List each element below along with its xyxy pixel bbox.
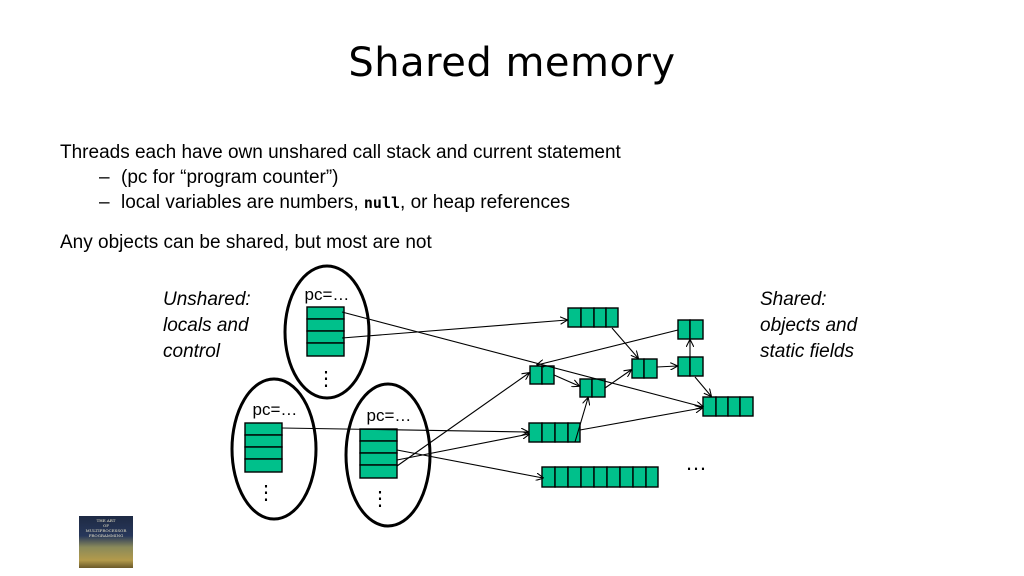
reference-arrow [281, 427, 528, 432]
thread-2-oval [230, 377, 318, 521]
shared-caption-line: Shared: [760, 289, 827, 310]
shared-caption-line: objects and [760, 315, 858, 336]
stack-cell [306, 342, 345, 357]
book-cover-title-line: PROGRAMMING [88, 533, 124, 538]
heap-object-f [677, 356, 704, 377]
thread-3-oval [344, 382, 432, 528]
stack-cell [244, 422, 283, 436]
reference-arrow [574, 398, 588, 443]
heap-object-e [677, 319, 704, 340]
shared-caption-line: static fields [760, 341, 854, 362]
reference-arrows [281, 311, 711, 478]
book-cover-thumbnail: THE ART OF MULTIPROCESSOR PROGRAMMING [79, 516, 133, 568]
dash: – [99, 192, 110, 213]
heap-object-array [541, 466, 659, 488]
reference-arrow [341, 320, 567, 339]
reference-arrow [604, 370, 631, 389]
heap-object-d [631, 358, 658, 379]
stack-cell [306, 318, 345, 332]
heap-object-b [529, 365, 555, 385]
stack-cell [244, 434, 283, 448]
book-cover-title: THE ART OF MULTIPROCESSOR PROGRAMMING [79, 518, 133, 538]
reference-arrow [694, 376, 711, 396]
reference-arrow [579, 408, 702, 431]
thread-1-stack [306, 306, 345, 357]
unshared-caption-line: Unshared: [163, 289, 251, 310]
sub-bullet-locals-before: local variables are numbers, [121, 192, 364, 213]
unshared-caption-line: locals and [163, 315, 249, 336]
unshared-caption-line: control [163, 341, 221, 362]
bullet-threads: Threads each have own unshared call stac… [60, 142, 621, 163]
heap-object-h [528, 422, 581, 443]
stack-cell [359, 464, 398, 479]
bullet-objects: Any objects can be shared, but most are … [60, 232, 432, 253]
shared-caption: Shared: objects and static fields [760, 287, 857, 365]
reference-arrow [341, 311, 703, 407]
reference-arrow [656, 366, 677, 367]
book-cover-title-line: THE ART [96, 518, 116, 523]
thread-2-more-frames: ⋮ [256, 482, 276, 504]
reference-arrow [396, 434, 529, 461]
thread-1-oval [283, 264, 371, 400]
stack-cell [359, 452, 398, 466]
reference-arrow [537, 329, 679, 365]
thread-3-more-frames: ⋮ [370, 488, 390, 510]
thread-2-stack [244, 422, 283, 473]
dash: – [99, 167, 110, 188]
unshared-caption: Unshared: locals and control [163, 287, 251, 365]
book-cover-title-line: OF [102, 523, 110, 528]
stack-cell [359, 428, 398, 442]
reference-arrow [396, 373, 529, 467]
thread-3-pc-label: pc=… [367, 406, 412, 425]
null-keyword: null [363, 194, 401, 212]
stack-cell [306, 306, 345, 320]
heap-object-a [567, 307, 619, 328]
thread-2-pc-label: pc=… [253, 400, 298, 419]
reference-arrow [396, 449, 543, 478]
sub-bullet-locals-after: , or heap references [400, 192, 571, 213]
stack-cell [306, 330, 345, 344]
thread-1-more-frames: ⋮ [316, 368, 336, 390]
sub-bullet-locals: –local variables are numbers, null, or h… [99, 192, 570, 214]
stack-cell [244, 458, 283, 473]
heap-object-g [702, 396, 754, 417]
sub-bullet-pc-text: (pc for “program counter”) [121, 167, 339, 188]
book-cover-title-line: MULTIPROCESSOR [85, 528, 127, 533]
reference-arrow [553, 374, 579, 386]
page-title: Shared memory [348, 40, 676, 86]
sub-bullet-pc: –(pc for “program counter”) [99, 167, 339, 189]
thread-1-pc-label: pc=… [305, 285, 350, 304]
more-objects-ellipsis: … [685, 450, 707, 475]
thread-3-stack [359, 428, 398, 479]
stack-cell [244, 446, 283, 460]
stack-cell [359, 440, 398, 454]
heap-object-c [579, 378, 606, 398]
